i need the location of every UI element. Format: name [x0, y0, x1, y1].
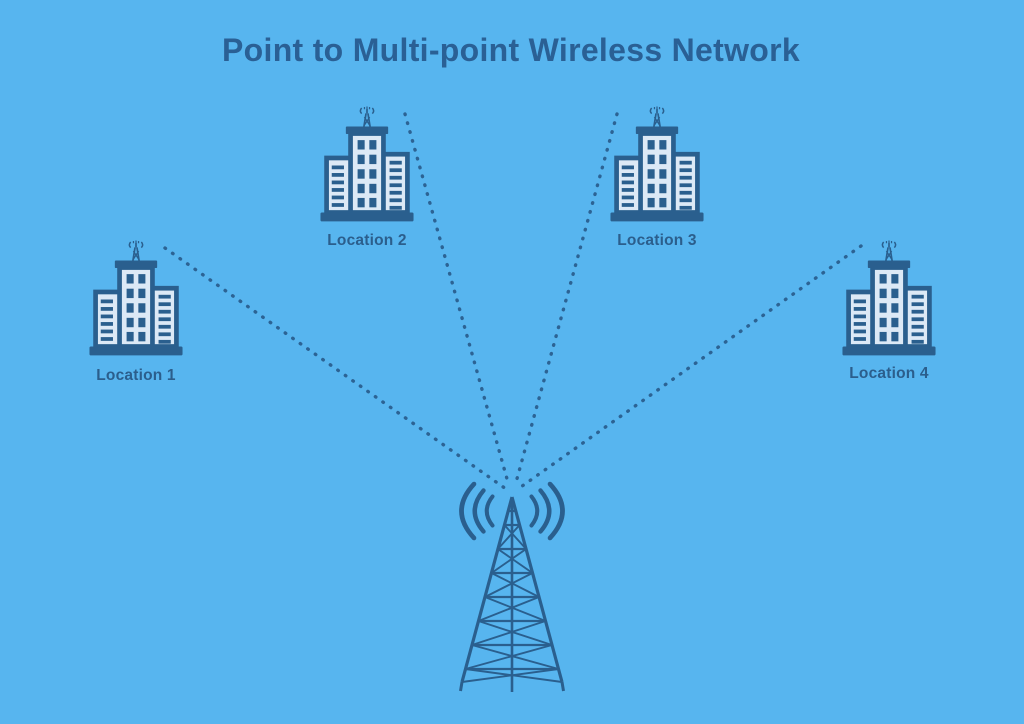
building-icon [610, 106, 703, 221]
radio-tower-icon [458, 495, 566, 694]
wireless-link-location-3 [513, 112, 619, 488]
node-location-4: Location 4 [842, 240, 935, 382]
wireless-links [163, 112, 863, 491]
building-icon [89, 240, 182, 355]
building-icon [842, 240, 935, 355]
diagram-title: Point to Multi-point Wireless Network [222, 32, 800, 68]
wireless-link-location-4 [516, 244, 863, 491]
node-hub-tower [458, 481, 566, 694]
wireless-link-location-2 [403, 112, 511, 488]
wireless-link-location-1 [163, 246, 508, 491]
node-location-2: Location 2 [320, 106, 413, 249]
node-location-3: Location 3 [610, 106, 703, 249]
location-2-label: Location 2 [327, 232, 407, 249]
location-3-label: Location 3 [617, 232, 697, 249]
signal-waves-icon [459, 481, 565, 541]
location-4-label: Location 4 [849, 365, 929, 382]
building-icon [320, 106, 413, 221]
location-1-label: Location 1 [96, 367, 176, 384]
node-location-1: Location 1 [89, 240, 182, 384]
